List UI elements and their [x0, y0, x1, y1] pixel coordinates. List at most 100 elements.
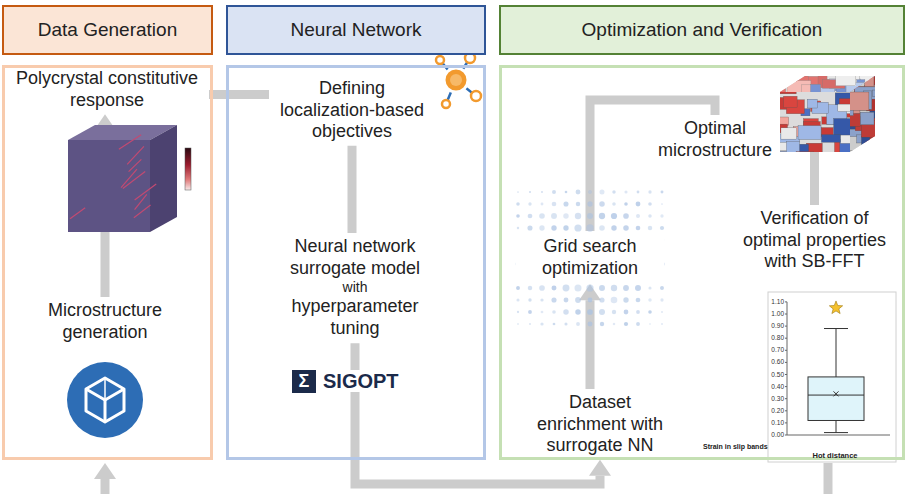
step-node: Dataset enrichment with surrogate NN	[525, 392, 675, 457]
tick-label: 0.20	[771, 407, 784, 414]
grid-dot	[551, 225, 556, 230]
grid-dot	[624, 322, 628, 326]
grid-dot	[528, 214, 533, 219]
panel-header: Neural Network	[226, 5, 486, 55]
grid-dot	[516, 286, 520, 290]
grid-dot	[541, 191, 543, 193]
grid-dots	[516, 189, 665, 326]
grid-dot	[529, 191, 531, 193]
grid-dot	[623, 213, 629, 219]
grid-dot	[661, 311, 663, 313]
tick-label: 0.60	[771, 359, 784, 366]
slip-line	[119, 135, 141, 150]
step-text: Verification of optimal properties with …	[732, 208, 897, 273]
flow-connector	[579, 284, 601, 389]
slip-line	[127, 146, 144, 164]
grid-dot	[648, 310, 652, 314]
cube-face	[150, 125, 177, 232]
grid-dot	[635, 285, 641, 291]
grid-dot	[587, 213, 593, 219]
grid-dot	[611, 213, 617, 219]
step-text: Microstructure generation	[15, 300, 195, 343]
tick	[785, 374, 787, 375]
tick-label: 1.10	[771, 298, 784, 305]
grid-dot	[587, 309, 593, 315]
flow-connector	[352, 146, 353, 233]
grid-dot	[586, 224, 593, 231]
tick-label: 0.80	[771, 335, 784, 342]
grid-dot	[564, 298, 569, 303]
tick-label: 0.90	[771, 323, 784, 330]
grid-dot	[648, 298, 652, 302]
tick	[785, 435, 787, 436]
axis-title: Hot distance	[812, 452, 857, 460]
connector-line	[348, 146, 357, 233]
step-node: Verification of optimal properties with …	[732, 208, 897, 273]
chart-frame	[768, 292, 896, 462]
grid-dot	[599, 285, 605, 291]
step-node: Polycrystal constitutive response	[8, 68, 206, 111]
step-text: Polycrystal constitutive response	[8, 68, 206, 111]
tick	[785, 326, 787, 327]
grain	[874, 83, 884, 96]
grid-dot	[576, 202, 581, 207]
logo-text: SIGOPT	[320, 370, 402, 392]
grid-dot	[563, 285, 570, 292]
grid-dot	[516, 202, 520, 206]
grid-dot	[553, 323, 556, 326]
grid-dot	[648, 226, 652, 230]
grid-dot	[588, 322, 593, 327]
grid-dot	[660, 286, 664, 290]
grid-dot	[552, 310, 556, 314]
tick-label: 0.30	[771, 395, 784, 402]
grid-dot	[661, 323, 663, 325]
grid-dot	[660, 214, 663, 217]
grid-dot	[648, 214, 651, 217]
tick	[785, 362, 787, 363]
logo-symbol: Σ	[292, 370, 316, 393]
grid-dot	[661, 191, 664, 194]
panel: Data GenerationPolycrystal constitutive …	[2, 65, 213, 460]
step-text: Defining localization-based objectives	[272, 78, 432, 143]
grid-dot	[624, 202, 628, 206]
step-node: Optimal microstructure	[648, 118, 783, 161]
icon-cube	[86, 378, 124, 422]
grid-dot	[551, 213, 557, 219]
grid-dot	[576, 322, 580, 326]
grain	[834, 118, 851, 135]
grain	[857, 149, 871, 162]
grain	[865, 150, 873, 157]
grid-dot	[552, 202, 557, 207]
panel: Neural NetworkDefining localization-base…	[226, 65, 486, 460]
grid-dot	[661, 203, 663, 205]
box-plot	[768, 292, 896, 462]
grid-dot	[599, 201, 604, 206]
grid-dot	[648, 190, 651, 193]
grid-dot	[563, 201, 568, 206]
grain	[775, 152, 798, 169]
grain	[786, 142, 799, 160]
grid-dot	[563, 225, 568, 230]
step-text: with	[273, 279, 438, 296]
grid-dot	[516, 214, 520, 218]
grid-dot	[624, 190, 627, 193]
slip-line	[129, 159, 142, 171]
panel-header: Data Generation	[2, 5, 213, 55]
grain	[872, 125, 890, 133]
tick-label: 0.50	[771, 371, 784, 378]
x-axis	[787, 435, 890, 436]
grid-dot	[623, 285, 629, 291]
grid-dot	[539, 213, 545, 219]
grid-dot	[660, 226, 664, 230]
grid-dot	[528, 298, 531, 301]
grid-dot	[623, 297, 628, 302]
grid-dot	[528, 202, 531, 205]
grid-dot	[541, 311, 544, 314]
step-node: Grid search optimization	[516, 234, 664, 281]
grid-dot	[599, 225, 605, 231]
grid-dot	[540, 298, 543, 301]
axis-title: Strain in slip bands	[703, 443, 768, 451]
grid-dot	[563, 213, 568, 218]
